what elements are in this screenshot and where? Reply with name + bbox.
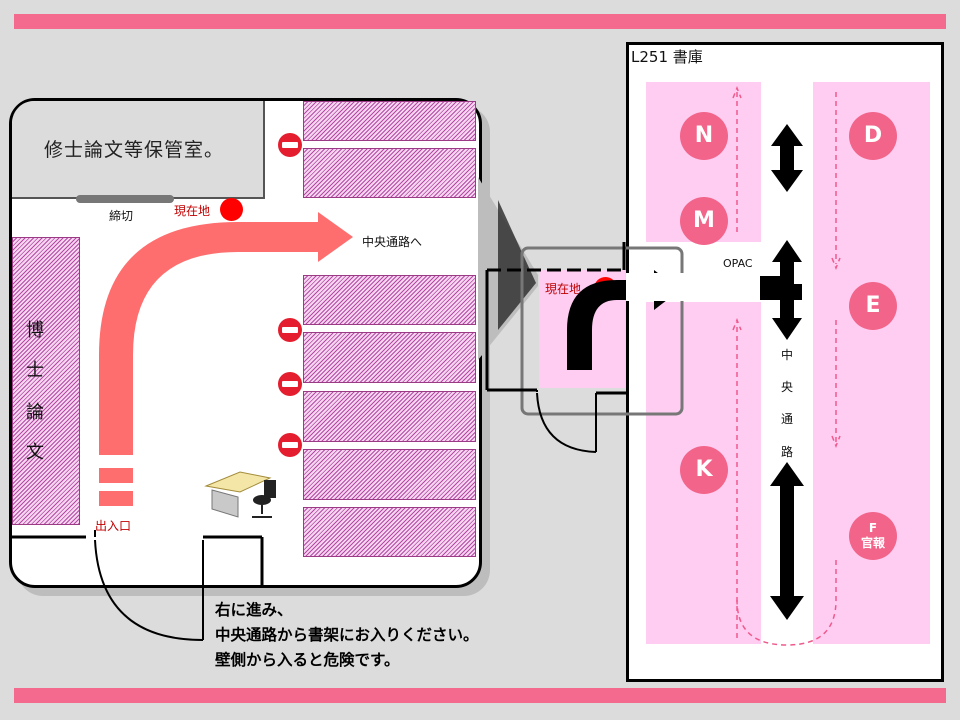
route-arrow-icon bbox=[99, 212, 353, 455]
no-entry-icon bbox=[278, 318, 302, 342]
no-entry-icon bbox=[278, 133, 302, 157]
deadline-bar bbox=[76, 195, 174, 203]
storage-room bbox=[12, 101, 265, 199]
shelf-label-d: D bbox=[849, 112, 897, 160]
entrance-stripe bbox=[99, 468, 133, 483]
shelf-row bbox=[303, 275, 476, 325]
two-way-arrow-icon bbox=[770, 462, 804, 620]
inset-frame bbox=[520, 246, 684, 416]
instruction-line: 右に進み、 bbox=[215, 601, 293, 619]
opac-label: OPAC bbox=[723, 257, 753, 270]
shelf-label-gazette: 官報 bbox=[860, 536, 885, 550]
center-aisle-char: 路 bbox=[781, 445, 794, 459]
shelf-label-f: F bbox=[868, 521, 878, 535]
bottom-banner bbox=[14, 688, 946, 703]
thesis-char: 文 bbox=[26, 442, 44, 463]
deadline-label: 締切 bbox=[109, 209, 134, 223]
shelf-row bbox=[303, 391, 476, 442]
stack-room-title: L251 書庫 bbox=[631, 48, 703, 66]
shelf-label-n: N bbox=[680, 112, 728, 160]
shelf-label-m: M bbox=[680, 197, 728, 245]
shelf-row bbox=[303, 148, 476, 198]
shelf-label-f-gazette: F 官報 bbox=[849, 512, 897, 560]
inset-current-location-label: 現在地 bbox=[545, 282, 582, 296]
center-aisle-char: 央 bbox=[781, 380, 794, 394]
to-center-aisle-label: 中央通路へ bbox=[362, 235, 423, 249]
instructions-text: 右に進み、 中央通路から書架にお入りください。 壁側から入ると危険です。 bbox=[215, 598, 479, 673]
thesis-char: 士 bbox=[26, 360, 44, 381]
flow-path bbox=[732, 85, 841, 646]
no-entry-icon bbox=[278, 433, 302, 457]
door-swing bbox=[94, 539, 204, 641]
top-banner bbox=[14, 14, 946, 29]
shelf-row bbox=[303, 332, 476, 383]
center-aisle-char: 通 bbox=[781, 412, 794, 426]
t-junction-arrow-icon bbox=[760, 240, 802, 340]
no-entry-icon bbox=[278, 372, 302, 396]
shelf-label-e: E bbox=[849, 282, 897, 330]
two-way-arrow-icon bbox=[771, 124, 803, 192]
doctoral-thesis-shelf bbox=[12, 237, 80, 525]
shelf-row bbox=[303, 449, 476, 500]
current-location-label: 現在地 bbox=[174, 204, 211, 218]
shelf-row bbox=[303, 507, 476, 557]
instruction-line: 壁側から入ると危険です。 bbox=[215, 651, 400, 669]
thesis-char: 博 bbox=[26, 320, 44, 341]
center-aisle-char: 中 bbox=[781, 348, 794, 362]
shelf-label-k: K bbox=[680, 446, 728, 494]
desk-chair-icon bbox=[204, 471, 276, 518]
shelf-row bbox=[303, 101, 476, 141]
storage-room-label: 修士論文等保管室。 bbox=[44, 139, 225, 161]
thesis-char: 論 bbox=[26, 402, 44, 423]
entrance-stripe bbox=[99, 491, 133, 506]
entrance-label: 出入口 bbox=[95, 519, 132, 533]
current-location-marker bbox=[220, 198, 243, 221]
instruction-line: 中央通路から書架にお入りください。 bbox=[215, 626, 479, 644]
